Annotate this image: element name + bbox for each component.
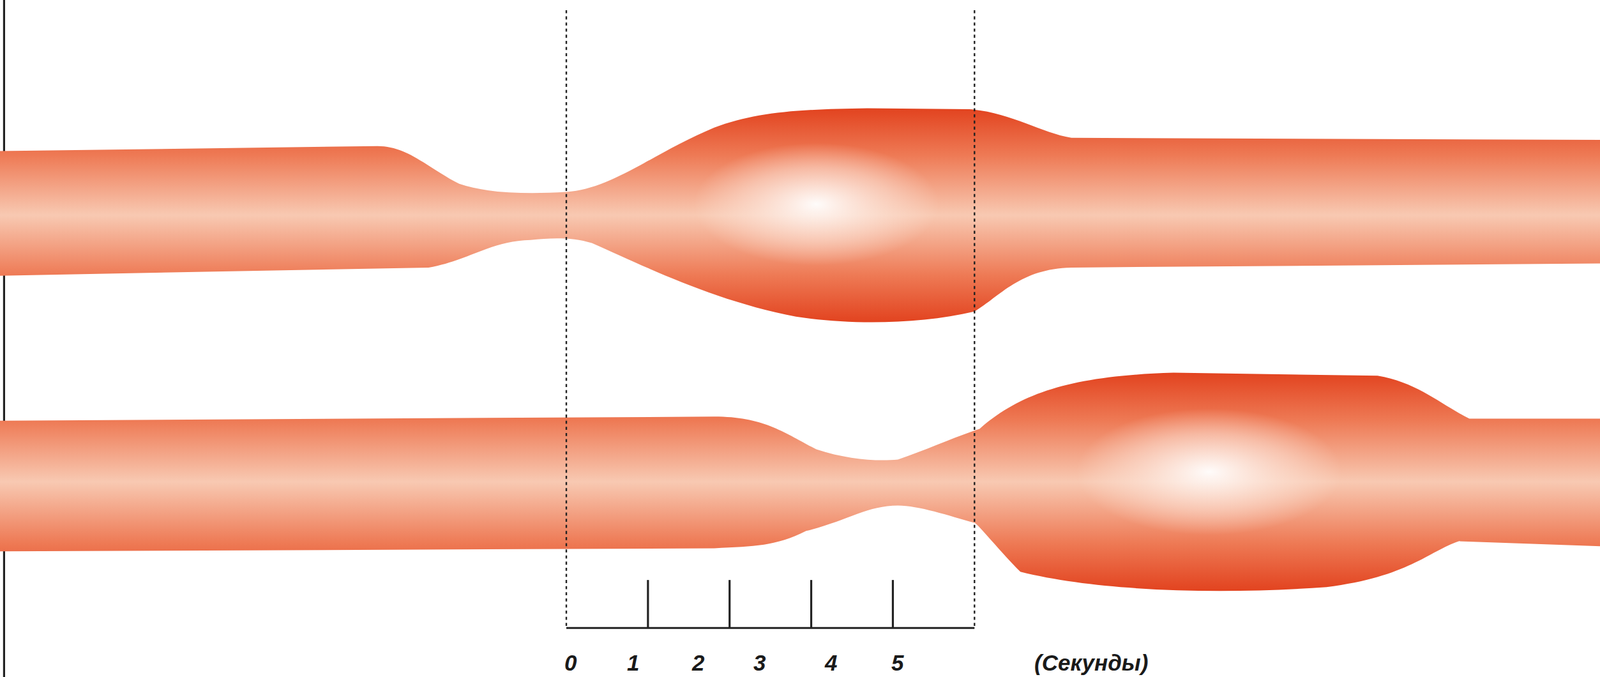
axis-number: 5 [891, 651, 904, 674]
bolus-highlight [1076, 408, 1343, 536]
axis-number: 1 [626, 651, 640, 674]
bolus-highlight [694, 143, 940, 266]
axis-tick [646, 579, 649, 628]
axis-number: 2 [692, 651, 705, 674]
axis-tick [891, 579, 894, 628]
axis-number: 4 [824, 651, 838, 674]
frame-line [3, 0, 6, 677]
axis-tick [728, 579, 731, 628]
dashed-guide [565, 10, 567, 628]
time-axis [566, 626, 975, 629]
upper-tube [0, 107, 1600, 322]
axis-unit: (Секунды) [1034, 651, 1148, 674]
axis-number: 0 [564, 651, 577, 674]
lower-tube [0, 372, 1600, 592]
dashed-guide [973, 10, 975, 628]
axis-number: 3 [753, 651, 766, 674]
axis-tick [810, 579, 813, 628]
